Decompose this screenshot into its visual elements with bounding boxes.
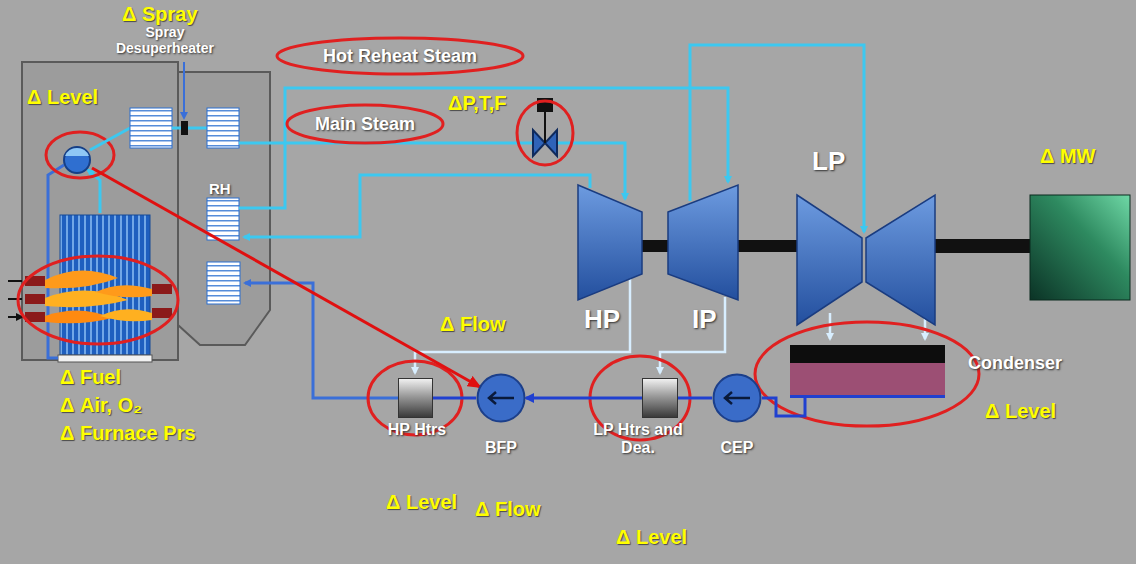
delta-label: Δ Furnace Prs — [60, 422, 196, 445]
burner — [25, 294, 45, 304]
feedwater-connector — [762, 398, 805, 416]
steam-callout: Main Steam — [285, 103, 445, 145]
flame — [96, 285, 152, 297]
pump-symbol — [476, 373, 526, 423]
hot-reheat-pipe — [239, 88, 728, 208]
primary-superheater — [130, 108, 172, 148]
turbine-train — [578, 185, 1130, 325]
drum-steam-space — [65, 148, 89, 156]
shaft — [640, 240, 670, 252]
steam-drum — [64, 147, 90, 173]
reheater-coil — [207, 198, 239, 240]
boiler — [8, 62, 270, 362]
callout-ellipse — [277, 38, 523, 74]
economizer-coil — [207, 262, 240, 304]
delta-label: Δ Air, O₂ — [60, 394, 142, 417]
steam-label: Hot Reheat Steam — [323, 46, 477, 67]
flame — [45, 270, 118, 288]
extraction-line — [415, 279, 630, 373]
equipment-label: Spray Desuperheater — [105, 24, 225, 56]
pump-symbol — [712, 373, 762, 423]
final-superheater — [207, 108, 239, 148]
highlight-ring — [517, 101, 573, 165]
valve-stem — [544, 112, 546, 143]
pump-casing — [478, 375, 525, 422]
equipment-label: CEP — [702, 439, 772, 457]
highlight-ring — [755, 322, 979, 426]
delta-label: ΔP,T,F — [448, 92, 506, 115]
turbine-label: IP — [692, 305, 717, 335]
steam-callout: Hot Reheat Steam — [275, 36, 525, 76]
pump-arrow — [725, 392, 750, 404]
control-valve — [517, 98, 573, 165]
boiler-feed-pump: BFPΔ Flow — [476, 373, 526, 423]
ip-turbine — [668, 185, 738, 300]
shaft — [933, 239, 1031, 253]
equipment-label: Condenser — [968, 353, 1062, 374]
feedwater-connector — [433, 397, 476, 400]
delta-label: Δ Flow — [475, 498, 540, 521]
equipment-label: HP Htrs — [387, 421, 447, 439]
spray-line — [183, 62, 185, 118]
feedwater-connector — [526, 397, 642, 400]
delta-label: Δ Level — [27, 86, 98, 109]
condenser: CondenserΔ Level — [790, 345, 945, 398]
steam-label: Main Steam — [315, 114, 415, 135]
pump-casing — [714, 375, 761, 422]
highlight-ring — [18, 256, 178, 344]
burner — [152, 284, 172, 294]
condenser-header — [790, 345, 945, 363]
equipment-label: LP Htrs and Dea. — [588, 421, 688, 458]
equipment-label: BFP — [466, 439, 536, 457]
pump-arrow — [489, 392, 514, 404]
lp-turbine — [797, 195, 862, 325]
delta-label: Δ Spray — [122, 3, 198, 26]
hp-turbine — [578, 185, 642, 300]
turbine-label: LP — [812, 147, 845, 177]
delta-label: Δ Level — [386, 491, 457, 514]
burner — [152, 308, 172, 318]
steam-pipe — [90, 128, 130, 150]
extraction-line — [660, 297, 725, 373]
turbine-label: HP — [584, 305, 620, 335]
highlight-ring — [46, 132, 114, 178]
condensate-pump: CEP — [712, 373, 762, 423]
lp-heater: LP Htrs and Dea.Δ Level — [642, 378, 678, 418]
hp-heater: HP HtrsΔ Level — [398, 378, 433, 418]
generator — [1030, 195, 1130, 300]
cold-reheat-pipe — [244, 175, 590, 237]
condenser-shell — [790, 363, 945, 398]
steam-pipe — [172, 127, 207, 130]
bottom-header — [58, 355, 152, 362]
red-link-arrow — [92, 168, 480, 387]
callout-ellipse — [287, 105, 443, 143]
equipment-label: RH — [209, 180, 231, 197]
delta-label: Δ Level — [616, 526, 687, 549]
feed-train-marks — [92, 168, 979, 440]
delta-label: Δ Level — [985, 400, 1056, 423]
shaft — [736, 240, 799, 252]
flame — [45, 310, 112, 323]
boiler-casing — [22, 62, 178, 360]
flame — [100, 309, 152, 321]
lp-turbine — [866, 195, 935, 325]
delta-label: Δ MW — [1040, 145, 1095, 168]
spray-desuperheater — [181, 121, 188, 135]
delta-label: Δ Flow — [440, 313, 505, 336]
delta-label: Δ Fuel — [60, 366, 121, 389]
feedwater-connector — [678, 397, 712, 400]
